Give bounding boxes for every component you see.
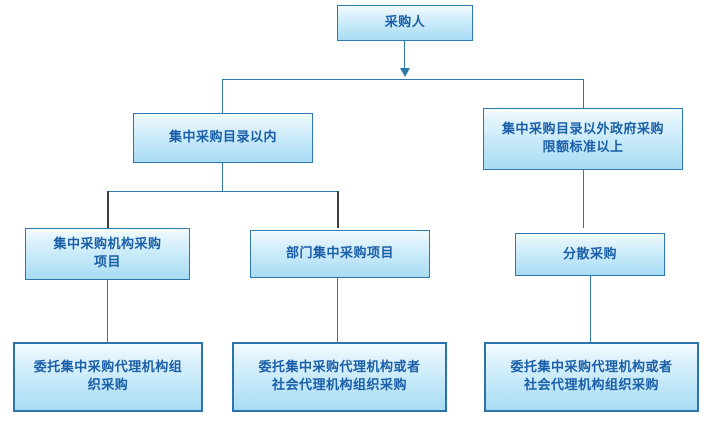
node-entrust-centralized-or-social-1[interactable]: 委托集中采购代理机构或者 社会代理机构组织采购 [232,342,447,412]
node-entrust-centralized-or-social-2-label: 委托集中采购代理机构或者 社会代理机构组织采购 [510,360,673,393]
node-decentralized-procurement-label: 分散采购 [562,246,617,262]
node-within-catalog[interactable]: 集中采购目录以内 [133,113,313,163]
node-outside-catalog[interactable]: 集中采购目录以外政府采购 限额标准以上 [483,108,683,170]
connector-centralized-agency-project-down [107,280,108,342]
connector-level2-split-bar [222,79,583,80]
connector-within-catalog-down [222,163,223,192]
node-department-centralized-project[interactable]: 部门集中采购项目 [250,230,430,278]
node-purchaser[interactable]: 采购人 [337,5,473,41]
connector-level3-split-bar [107,191,338,192]
connector-decentralized-procurement-down [590,276,591,342]
connector-split2-to-centralized-agency-project [107,191,109,228]
node-within-catalog-label: 集中采购目录以内 [168,130,277,146]
connector-split2-to-department-centralized-project [337,191,339,228]
node-department-centralized-project-label: 部门集中采购项目 [285,246,394,262]
node-decentralized-procurement[interactable]: 分散采购 [515,233,665,276]
node-outside-catalog-label: 集中采购目录以外政府采购 限额标准以上 [501,122,664,155]
connector-department-centralized-project-down [337,278,338,342]
connector-split-to-within-catalog [222,79,223,113]
arrowhead-purchaser-down [400,68,410,77]
connector-outside-catalog-down [583,170,584,228]
node-entrust-centralized-or-social-1-label: 委托集中采购代理机构或者 社会代理机构组织采购 [258,360,421,393]
node-entrust-centralized-agency-label: 委托集中采购代理机构组 织采购 [33,360,183,393]
connector-purchaser-down [404,41,405,70]
node-centralized-agency-project-label: 集中采购机构采购 项目 [53,237,162,270]
node-purchaser-label: 采购人 [384,15,426,31]
node-entrust-centralized-or-social-2[interactable]: 委托集中采购代理机构或者 社会代理机构组织采购 [484,342,699,412]
node-entrust-centralized-agency[interactable]: 委托集中采购代理机构组 织采购 [13,342,203,412]
connector-split-to-outside-catalog [583,79,584,108]
node-centralized-agency-project[interactable]: 集中采购机构采购 项目 [25,228,190,280]
